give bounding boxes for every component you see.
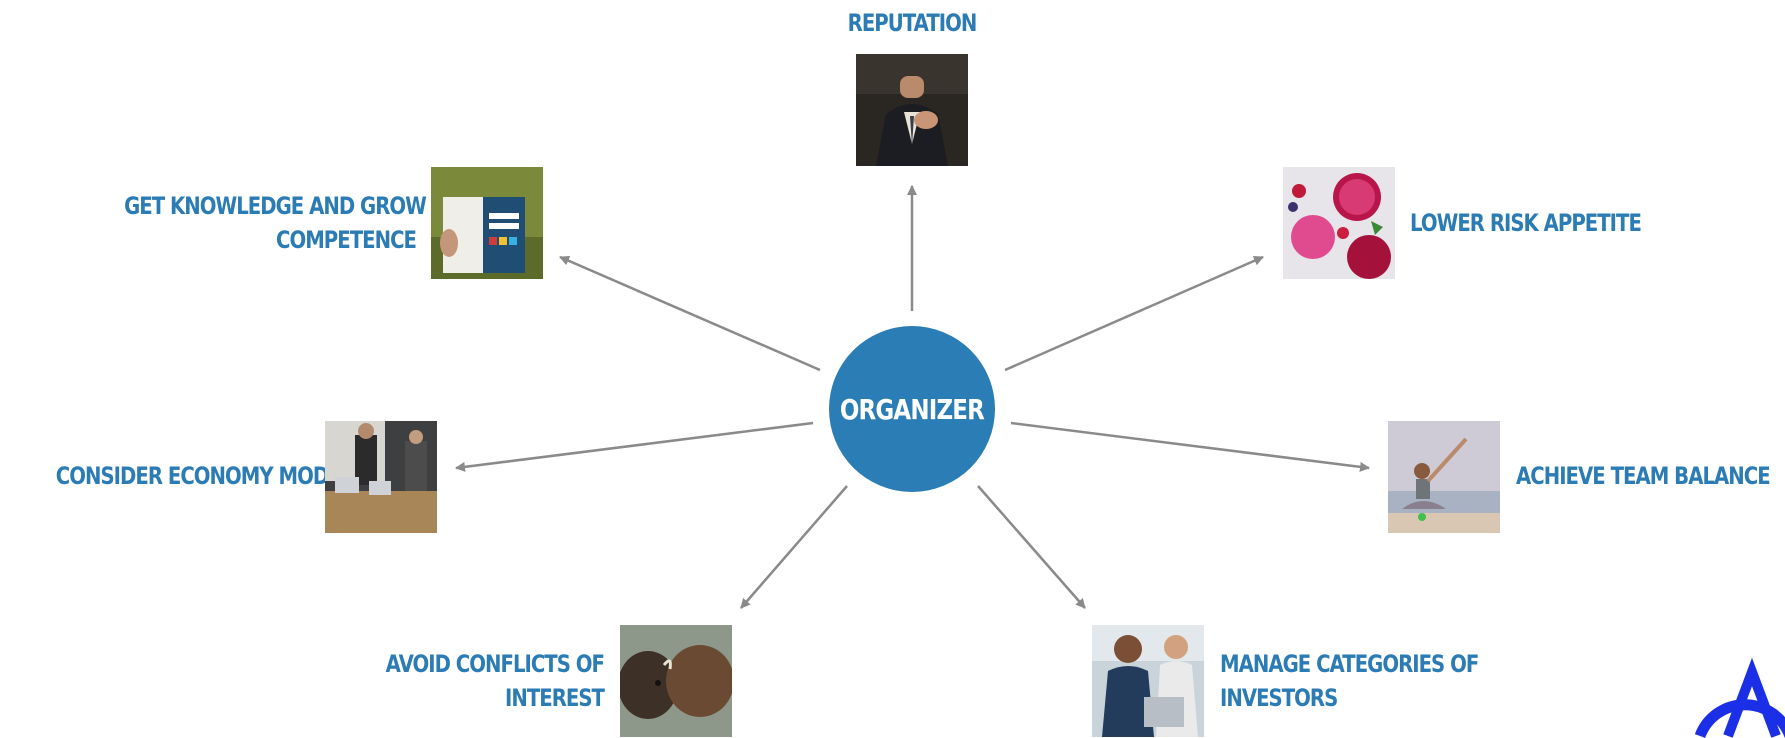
- organizer-node: ORGANIZER: [829, 326, 995, 492]
- node-label-line: LOWER RISK APPETITE: [1410, 209, 1642, 237]
- person-reading-digital-marketing-book-photo: [431, 167, 543, 279]
- node-label-reputation: REPUTATION: [830, 6, 994, 40]
- node-label-knowledge: GET KNOWLEDGE AND GROW COMPETENCE: [124, 189, 427, 257]
- node-label-risk: LOWER RISK APPETITE: [1410, 206, 1681, 240]
- arrow-to-conflicts: [740, 485, 848, 609]
- node-label-line: INTEREST: [505, 684, 605, 712]
- woman-meditating-on-beach-photo: [1388, 421, 1500, 533]
- node-label-line: COMPETENCE: [275, 226, 417, 254]
- organizer-label: ORGANIZER: [839, 392, 985, 426]
- node-label-economy: CONSIDER ECONOMY MODEL: [55, 459, 353, 493]
- businessman-adjusting-tie-photo: [856, 54, 968, 166]
- node-label-line: INVESTORS: [1220, 684, 1338, 712]
- arrow-to-investors: [977, 485, 1086, 609]
- team-meeting-with-laptops-photo: [325, 421, 437, 533]
- node-label-line: MANAGE CATEGORIES OF: [1220, 650, 1479, 678]
- blue-circle-a-logo: [1694, 657, 1785, 738]
- node-label-line: GET KNOWLEDGE AND GROW: [124, 192, 427, 220]
- bison-heads-clashing-photo: [620, 625, 732, 737]
- arrow-to-balance: [1010, 421, 1370, 472]
- node-label-line: REPUTATION: [847, 9, 978, 37]
- berry-drinks-photo: [1283, 167, 1395, 279]
- node-label-conflicts: AVOID CONFLICTS OF INTEREST: [355, 647, 605, 715]
- arrow-to-risk: [1004, 255, 1264, 372]
- node-label-line: ACHIEVE TEAM BALANCE: [1516, 462, 1771, 490]
- node-label-balance: ACHIEVE TEAM BALANCE: [1516, 459, 1771, 493]
- arrow-to-knowledge: [559, 255, 821, 372]
- arrow-to-economy: [455, 421, 814, 472]
- businessmen-looking-at-laptop-photo: [1092, 625, 1204, 737]
- node-label-line: CONSIDER ECONOMY MODEL: [55, 462, 353, 490]
- node-label-line: AVOID CONFLICTS OF: [385, 650, 605, 678]
- node-label-investors: MANAGE CATEGORIES OF INVESTORS: [1220, 647, 1491, 715]
